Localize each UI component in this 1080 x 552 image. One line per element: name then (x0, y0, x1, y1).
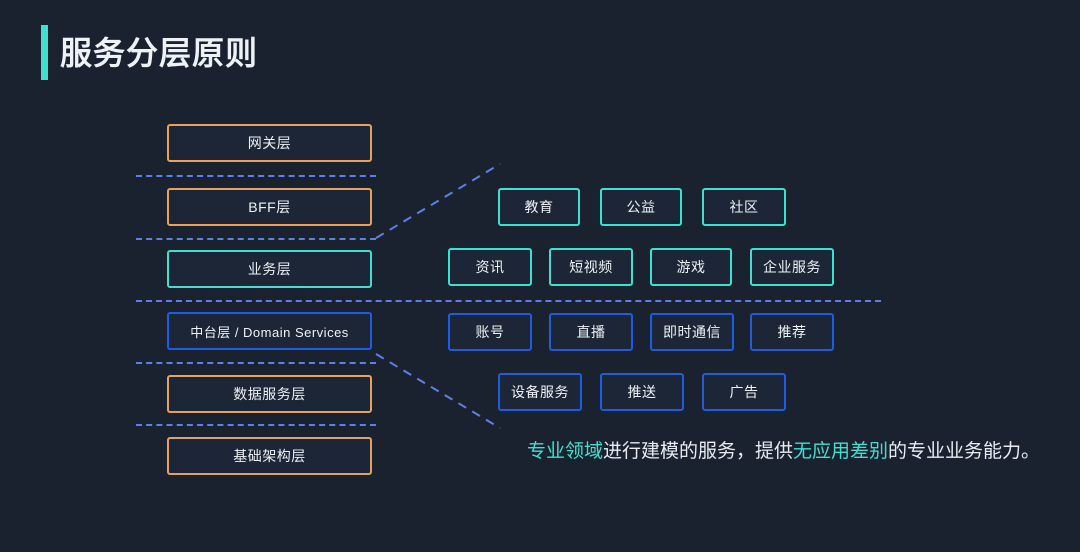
service-box-games[interactable]: 游戏 (650, 248, 732, 286)
domain-box-live-streaming[interactable]: 直播 (549, 313, 633, 351)
caption-plain-1: 进行建模的服务，提供 (603, 441, 794, 462)
diagonal-line-upper (375, 163, 501, 239)
domain-box-device-service[interactable]: 设备服务 (498, 373, 582, 411)
layer-divider-3-full (136, 300, 881, 302)
service-box-charity[interactable]: 公益 (600, 188, 682, 226)
layer-box-data-service[interactable]: 数据服务层 (167, 375, 372, 413)
domain-box-recommendation[interactable]: 推荐 (750, 313, 834, 351)
title-accent-bar (41, 25, 48, 80)
service-box-education[interactable]: 教育 (498, 188, 580, 226)
domain-box-advertising[interactable]: 广告 (702, 373, 786, 411)
service-box-enterprise-service[interactable]: 企业服务 (750, 248, 834, 286)
layer-box-gateway[interactable]: 网关层 (167, 124, 372, 162)
layer-box-midplatform[interactable]: 中台层 / Domain Services (167, 312, 372, 350)
layer-box-business[interactable]: 业务层 (167, 250, 372, 288)
layer-divider-2 (136, 238, 376, 240)
layer-box-bff[interactable]: BFF层 (167, 188, 372, 226)
connector-domain-diagonal (375, 353, 501, 429)
caption-highlight-1: 专业领域 (527, 441, 604, 462)
service-box-community[interactable]: 社区 (702, 188, 786, 226)
domain-box-account[interactable]: 账号 (448, 313, 532, 351)
layer-divider-4 (136, 362, 376, 364)
page-title: 服务分层原则 (60, 35, 259, 71)
caption-plain-2: 的专业业务能力。 (888, 441, 1041, 462)
layer-divider-5 (136, 424, 376, 426)
domain-box-instant-messaging[interactable]: 即时通信 (650, 313, 734, 351)
service-box-short-video[interactable]: 短视频 (549, 248, 633, 286)
caption-text: 专业领域进行建模的服务，提供无应用差别的专业业务能力。 (527, 438, 1040, 466)
service-box-news[interactable]: 资讯 (448, 248, 532, 286)
caption-highlight-2: 无应用差别 (793, 441, 889, 462)
layer-divider-1 (136, 175, 376, 177)
domain-box-push[interactable]: 推送 (600, 373, 684, 411)
connector-business-diagonal (375, 163, 501, 239)
diagonal-line-lower (375, 353, 501, 429)
layer-box-infrastructure[interactable]: 基础架构层 (167, 437, 372, 475)
